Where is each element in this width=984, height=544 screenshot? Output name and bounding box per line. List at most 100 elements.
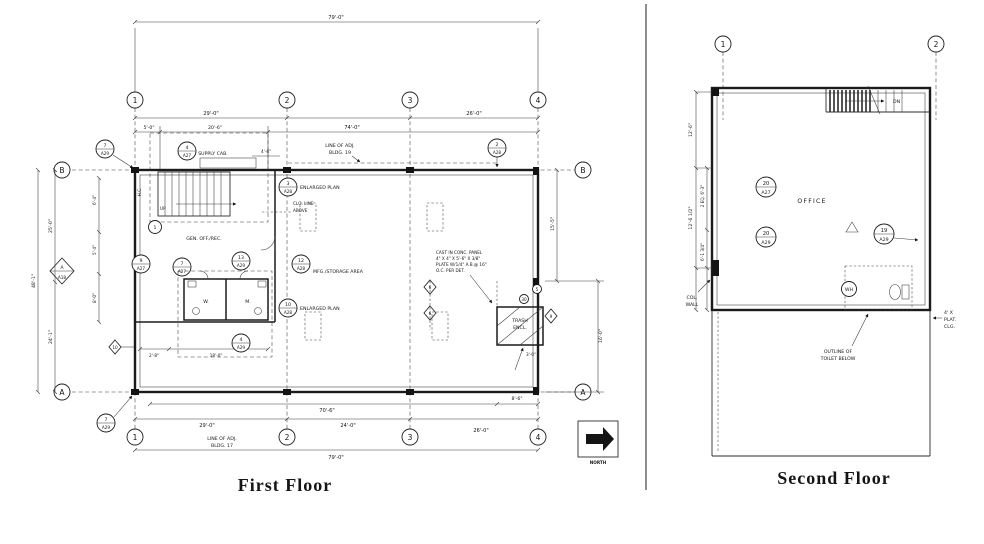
callout-sheet: A27 (183, 153, 192, 158)
grid-bubble-B-left: B (59, 166, 64, 175)
callout-sheet: A29 (879, 237, 888, 243)
callout-sheet: A29 (102, 425, 111, 430)
dim-5-0: 5'-0" (143, 125, 154, 131)
adj17-line2: BLDG. 17 (211, 443, 233, 449)
dim-right-16-0: 16'-0" (598, 329, 604, 343)
callout-sheet: A27 (178, 269, 187, 274)
keynote-number: 5 (536, 287, 539, 292)
callout-20-a27: 20 A27 (755, 176, 777, 198)
dim-bay-3-4: 26'-0" (466, 111, 482, 117)
section-marker-a18: A A18 (49, 257, 75, 285)
trash-label-1: TRASH (511, 318, 528, 324)
room-number-1: 1 (154, 225, 157, 231)
keynote-number: 9 (550, 314, 553, 319)
callout-sheet: A29 (761, 240, 770, 246)
dim-bottom-overall: 79'-0" (328, 455, 344, 461)
callout-4-a29: 4 A29 (231, 333, 251, 353)
callout-number: 7 (105, 417, 108, 423)
delta-marker-icon (845, 221, 859, 233)
cast-note-3: PLATE W/1/4" A.B.@ 16" (436, 262, 487, 267)
callout-sheet: A29 (237, 345, 246, 350)
dim-bottom-8-6: 8'-6" (511, 396, 522, 402)
north-arrow: NORTH (577, 420, 619, 465)
callout-sheet: A28 (297, 266, 306, 271)
keynote-diamond-9: 9 (544, 308, 558, 324)
grid-bubble-4b: 4 (536, 433, 541, 442)
outline-note-1: OUTLINE OF (824, 349, 853, 355)
dim-74-0: 74'-0" (344, 125, 360, 131)
dim-bottom-24-0: 24'-0" (340, 423, 356, 429)
callout-sheet: A27 (761, 190, 770, 196)
keynote-number: 10 (112, 345, 118, 350)
grid-bubble-4: 4 (536, 96, 541, 105)
dim-bottom-29-0: 29'-0" (199, 423, 215, 429)
grid-bubble-2: 2 (285, 96, 290, 105)
stairs-up-label: UP (160, 206, 166, 211)
keynote-number: 6 (429, 285, 432, 290)
dim-2-eq-6-3: 2 EQ. 6'-3" (700, 185, 705, 208)
grid-bubbles-second: 1 2 (714, 35, 945, 120)
callout-12-a28: 12 A28 (291, 254, 311, 274)
second-floor-plan: 1 2 DN 12'-6" 12'-6 1/2" (686, 35, 956, 457)
grid-bubble-1b: 1 (133, 433, 138, 442)
adj19-line1: LINE OF ADJ. (325, 143, 355, 149)
keynote-diamond-6b: 6 (423, 305, 437, 321)
water-heater-label: WH (845, 287, 854, 293)
platform-ceiling-note: 4' X PLAT. CLG. (932, 310, 956, 330)
ceiling-line-note: CLG. LINE ABOVE (262, 201, 314, 213)
dim-left-48-1: 48'-1" (31, 274, 37, 288)
cast-note-2: 4" X 4" X 5'-6" X 3/8" (436, 256, 480, 261)
dim-left-6-4: 6'-4" (92, 195, 97, 205)
callout-number: 3 (287, 181, 290, 187)
dim-6-1-3-4: 6'-1 3/4" (700, 243, 705, 261)
building-walls-second (710, 86, 932, 457)
dimension-lines-second: 12'-6" 12'-6 1/2" 2 EQ. 6'-3" 6'-1 3/4" (688, 89, 712, 313)
callout-number: 4 (240, 337, 243, 343)
grid-bubble-B-right: B (580, 166, 585, 175)
section-sheet: A18 (58, 275, 67, 280)
clg-line-1: CLG. LINE (293, 201, 314, 206)
keynote-circle-30: 30 (519, 294, 529, 304)
col-wall-2: WALL (686, 302, 699, 308)
grid-bubble-2: 2 (934, 40, 939, 49)
dim-18-0: 18'-0" (210, 353, 223, 358)
callout-number: 9 (140, 258, 143, 264)
grid-bubble-2b: 2 (285, 433, 290, 442)
first-floor-title: First Floor (238, 475, 332, 495)
plat-note-2: PLAT. (944, 317, 956, 323)
enlarged-plan-label-1: ENLARGED PLAN (300, 185, 340, 191)
dim-right-15-5: 15'-5" (550, 217, 556, 231)
col-wall-1: COL. (686, 295, 697, 301)
callout-20-a29: 20 A29 (755, 226, 777, 248)
general-office-room: 1 GEN. OFF./REC. H.C. (137, 188, 222, 242)
grid-bubble-A-left: A (59, 388, 65, 397)
callout-9-a27: 9 A27 (131, 254, 151, 274)
callout-13-a29: 13 A29 (231, 251, 251, 271)
plat-note-1: 4' X (944, 310, 954, 316)
dim-top-overall: 79'-0" (328, 15, 344, 21)
callout-2-a28: 2 A28 (487, 138, 507, 168)
adj17-line1: LINE OF ADJ. (207, 436, 237, 442)
keynote-diamond-10: 10 (108, 339, 134, 355)
outline-note-2: TOILET BELOW (820, 356, 856, 362)
supply-cabinet-zone: SUPPLY CAB. (149, 132, 269, 223)
dim-12-6-half: 12'-6 1/2" (688, 206, 694, 229)
north-label: NORTH (590, 460, 607, 465)
cast-note-4: O.C. PER DET. (436, 268, 465, 273)
enlarged-plan-label-2: ENLARGED PLAN (300, 306, 340, 312)
callout-number: 2 (496, 142, 499, 148)
adjacent-building-17-note: LINE OF ADJ. BLDG. 17 (207, 436, 237, 449)
callout-number: 7 (104, 143, 107, 149)
callout-sheet: A28 (493, 150, 502, 155)
callout-number: 13 (238, 255, 244, 261)
dimension-labels: 79'-0" 29'-0" 26'-0" 5'-0" 20'-6" 74'-0"… (31, 15, 604, 461)
clg-line-2: ABOVE (293, 208, 308, 213)
roof-outline-dashed (299, 202, 449, 341)
trash-label-2: ENCL. (513, 325, 527, 331)
callout-7-a27: 7 A27 (172, 257, 192, 277)
callout-7-a29-top: 7 A29 (95, 139, 134, 169)
plat-note-3: CLG. (944, 324, 955, 330)
callout-number: 7 (181, 261, 184, 267)
outline-toilet-note: OUTLINE OF TOILET BELOW (820, 313, 869, 362)
